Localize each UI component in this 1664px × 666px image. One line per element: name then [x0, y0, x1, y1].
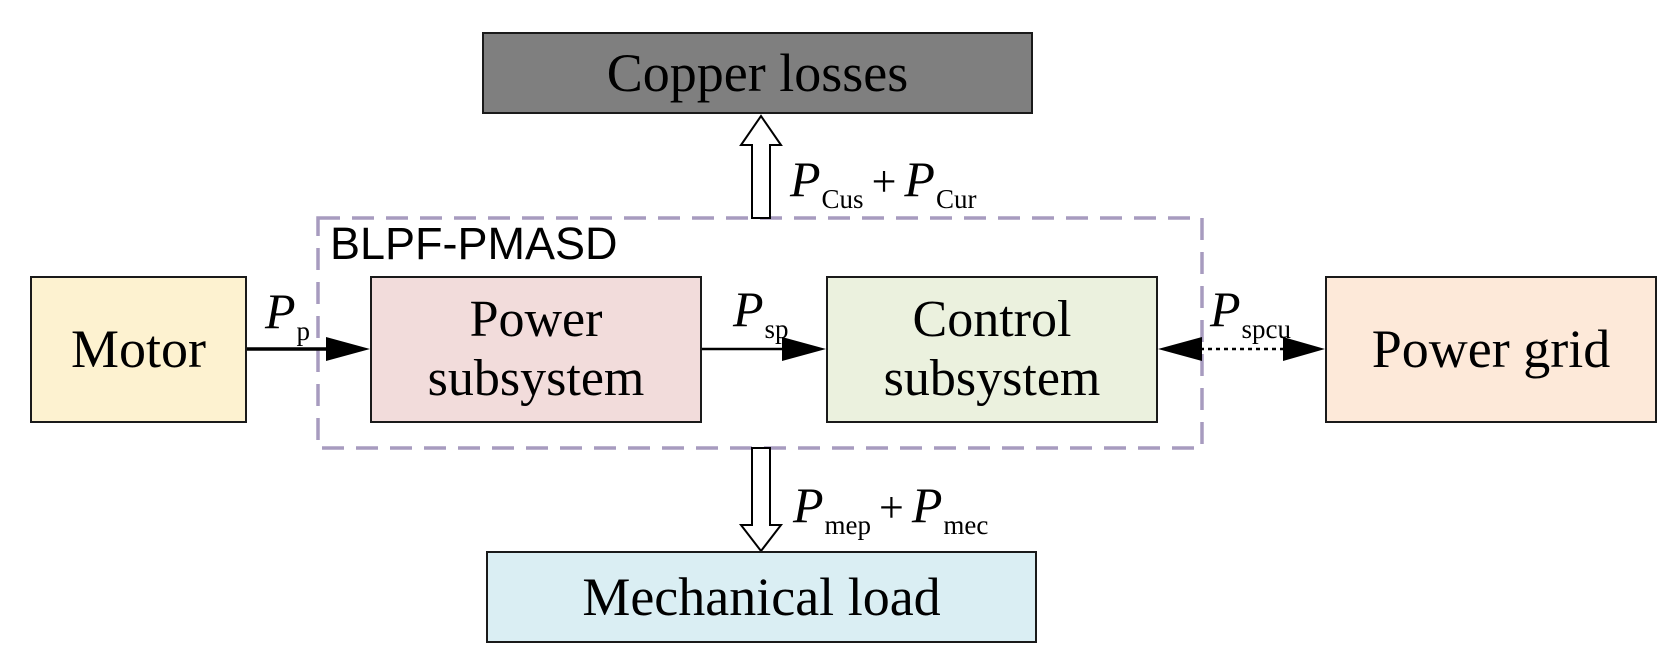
copper-losses-block: Copper losses [482, 32, 1033, 114]
grid-arrowhead [1283, 337, 1325, 361]
flow-symbol: P [265, 283, 296, 339]
flow-symbol: P [733, 281, 764, 337]
flow-subscript: p [296, 316, 311, 346]
flow-operator: + [879, 483, 904, 532]
copper-loss-arrow [739, 114, 783, 219]
mechanical-flow-label: Pmep+Pmec [793, 476, 988, 541]
flow-symbol: P [1210, 281, 1241, 337]
copper-loss-flow-label: PCus+PCur [790, 150, 976, 215]
grid-flow-label: Pspcu [1210, 280, 1291, 345]
subsystem-flow-label: Psp [733, 280, 789, 345]
boundary-label: BLPF-PMASD [330, 218, 618, 269]
motor-to-power-arrowhead [326, 337, 370, 361]
flow-subscript: Cur [935, 184, 977, 214]
flow-symbol: P [911, 477, 943, 533]
flow-operator: + [871, 157, 897, 206]
flow-subscript: spcu [1241, 314, 1292, 344]
power-subsystem-line1: Power [469, 291, 603, 349]
power-to-control-arrowhead [782, 337, 826, 361]
flow-symbol: P [904, 151, 935, 207]
mechanical-load-arrow [738, 447, 784, 553]
flow-subscript: mep [824, 510, 872, 540]
power-grid-block: Power grid [1325, 276, 1657, 423]
control-subsystem-line2: subsystem [883, 349, 1101, 407]
flow-subscript: Cus [821, 184, 864, 214]
control-subsystem-block: Control subsystem [826, 276, 1158, 423]
flow-subscript: sp [764, 314, 789, 344]
flow-subscript: mec [943, 510, 989, 540]
mechanical-load-label: Mechanical load [582, 566, 941, 627]
power-grid-label: Power grid [1371, 319, 1611, 380]
power-subsystem-line2: subsystem [427, 349, 645, 407]
motor-flow-label: Pp [265, 282, 310, 347]
copper-losses-label: Copper losses [606, 42, 909, 103]
flow-symbol: P [793, 477, 824, 533]
flow-symbol: P [790, 151, 821, 207]
power-subsystem-block: Power subsystem [370, 276, 702, 423]
control-subsystem-line1: Control [912, 291, 1072, 349]
mechanical-load-block: Mechanical load [486, 551, 1037, 643]
motor-label: Motor [71, 319, 206, 380]
motor-block: Motor [30, 276, 247, 423]
control-arrowhead [1158, 337, 1202, 361]
